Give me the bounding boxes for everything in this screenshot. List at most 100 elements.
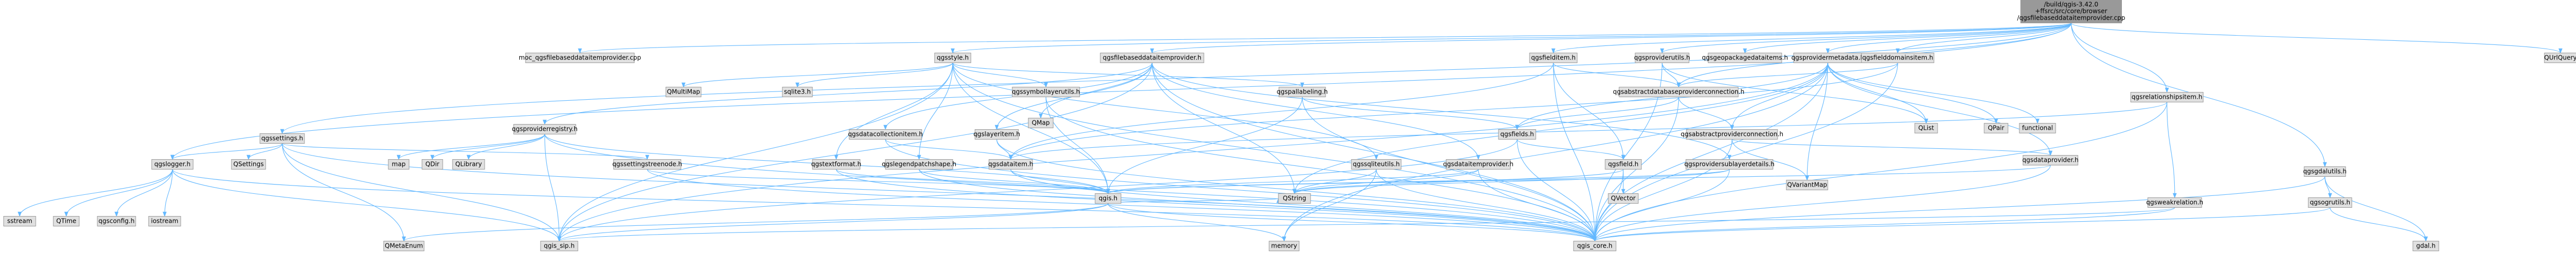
include-edge (1045, 97, 1110, 194)
include-node-qpair[interactable]: QPair (1984, 123, 2009, 133)
node-box (1278, 193, 1311, 204)
include-edge (1106, 169, 1479, 194)
include-edge (1593, 165, 2051, 242)
include-edge (544, 134, 1597, 242)
include-node-qmap[interactable]: QMap (1028, 118, 1054, 128)
include-edge (1292, 169, 1624, 194)
node-box (2308, 197, 2352, 208)
include-edge (1009, 102, 2167, 160)
node-label: /qgsfilebaseddataitemprovider.cpp (2017, 14, 2126, 22)
include-node-quiquery[interactable]: QUrlQuery (2544, 53, 2576, 63)
include-node-qgsfilebaseddataitemprovider[interactable]: qgsfilebaseddataitemprovider.h (1100, 53, 1204, 63)
node-label: qgsdatacollectionitem.h (848, 131, 923, 138)
include-node-qgscore[interactable]: qgis_core.h (1573, 241, 1617, 251)
include-node-qgsdataitem[interactable]: qgsdataitem.h (988, 159, 1034, 170)
include-node-qgsdataitemprovider[interactable]: qgsdataitemprovider.h (1443, 159, 1513, 170)
include-node-qgsproviderutils[interactable]: qgsproviderutils.h (1634, 53, 1690, 63)
include-node-qgspallabeling[interactable]: qgspallabeling.h (1277, 87, 1328, 97)
include-node-qgsfield[interactable]: qgsfield.h (1605, 159, 1642, 170)
node-label: qgsstyle.h (937, 54, 969, 62)
include-node-qgssettings[interactable]: qgssettings.h (259, 133, 305, 144)
node-label: qgsfield.h (1608, 161, 1639, 168)
include-node-qgis[interactable]: qgis.h (1095, 193, 1122, 204)
include-edge (919, 169, 1110, 194)
include-edge (557, 63, 953, 242)
include-node-moc[interactable]: moc_qgsfilebaseddataitemprovider.cpp (519, 53, 641, 63)
include-edge (163, 169, 173, 217)
include-node-map[interactable]: map (388, 159, 410, 170)
include-node-qgsgeopackagedataitems[interactable]: qgsgeopackagedataitems.h (1702, 53, 1788, 63)
include-node-sqlite3[interactable]: sqlite3.h (782, 87, 813, 97)
root-source-file-node[interactable]: /build/qgis-3.42.0+ffsrc/src/core/browse… (2017, 0, 2126, 23)
include-node-qvector[interactable]: QVector (1608, 193, 1639, 204)
include-edge (1292, 169, 1377, 194)
node-box (1708, 53, 1782, 63)
include-node-qgslayeritem[interactable]: qgslayeritem.h (973, 129, 1020, 140)
include-node-qlist[interactable]: QList (1914, 123, 1938, 133)
include-node-qgslegendpatchshape[interactable]: qgslegendpatchshape.h (882, 159, 956, 170)
include-edge (18, 169, 173, 217)
include-node-qgslogger[interactable]: qgslogger.h (151, 159, 194, 170)
include-node-qgsconfig[interactable]: qgsconfig.h (97, 216, 136, 226)
include-node-qgssymbollayerutils[interactable]: qgssymbollayerutils.h (1012, 87, 1080, 97)
include-node-sstream[interactable]: sstream (3, 216, 36, 226)
include-node-qmetaenum[interactable]: QMetaEnum (383, 241, 425, 251)
include-node-qgsfielditem[interactable]: qgsfielditem.h (1529, 53, 1578, 63)
include-node-qmultimap[interactable]: QMultiMap (665, 87, 702, 97)
node-label: qgsprovidermetadata.h (1792, 54, 1865, 62)
node-box (97, 216, 136, 226)
include-node-qstring[interactable]: QString (1278, 193, 1311, 204)
node-box (259, 133, 305, 144)
include-node-qsettings[interactable]: QSettings (231, 159, 266, 170)
include-node-qgssqliteutils[interactable]: qgssqliteutils.h (1351, 159, 1402, 170)
include-node-qlibrary[interactable]: QLibrary (452, 159, 485, 170)
include-node-qgsabstractproviderconnection[interactable]: qgsabstractproviderconnection.h (1681, 129, 1783, 140)
include-node-qgsdatacollectionitem[interactable]: qgsdatacollectionitem.h (848, 129, 923, 140)
include-node-qgstextformat[interactable]: qgstextformat.h (811, 159, 862, 170)
node-label: qgis_core.h (1577, 242, 1612, 250)
include-node-qgsstyle[interactable]: qgsstyle.h (934, 53, 971, 63)
include-edge (647, 169, 1110, 194)
include-node-qgsdataprovider[interactable]: qgsdataprovider.h (2022, 155, 2079, 165)
include-node-qdir[interactable]: QDir (421, 159, 443, 170)
include-node-qvariantmap[interactable]: QVariantMap (1786, 180, 1828, 190)
include-edge (1302, 97, 1519, 130)
node-box (231, 159, 266, 170)
include-node-qgsproviderregistry[interactable]: qgsproviderregistry.h (512, 124, 578, 134)
include-node-iostream[interactable]: iostream (148, 216, 181, 226)
include-edge (282, 143, 649, 160)
node-box (613, 159, 681, 170)
node-label: qgssettingstreenode.h (613, 161, 682, 168)
include-node-qgsweakrelation[interactable]: qgsweakrelation.h (2146, 197, 2203, 208)
node-label: QVector (1611, 195, 1636, 202)
include-node-qtime[interactable]: QTime (53, 216, 80, 226)
node-label: qgssymbollayerutils.h (1012, 88, 1080, 96)
include-edge (557, 63, 1828, 242)
node-box (1984, 123, 2009, 133)
include-node-qgsfields[interactable]: qgsfields.h (1498, 129, 1536, 140)
include-node-qgssettingstreenode[interactable]: qgssettingstreenode.h (613, 159, 682, 170)
include-node-qgssip[interactable]: qgis_sip.h (540, 241, 578, 251)
include-node-qgsabstractdatabaseproviderconnection[interactable]: qgsabstractdatabaseproviderconnection.h (1613, 87, 1744, 97)
node-label: qgslegendpatchshape.h (882, 161, 956, 168)
include-node-qgsprovidersublayerdetails[interactable]: qgsprovidersublayerdetails.h (1684, 159, 1774, 170)
node-label: qgsdataprovider.h (2022, 157, 2079, 164)
include-node-qgsprovidermetadata[interactable]: qgsprovidermetadata.h (1792, 53, 1865, 63)
include-edge (681, 63, 953, 88)
include-edge (952, 63, 1304, 88)
include-node-gdal[interactable]: gdal.h (2412, 241, 2439, 251)
include-node-qgsfielddomainsitem[interactable]: qgsfielddomainsitem.h (1861, 53, 1934, 63)
include-node-qgsrelationshipsitem[interactable]: qgsrelationshipsitem.h (2130, 92, 2204, 102)
include-edge (1515, 97, 1679, 130)
node-label: qgsdataitem.h (988, 161, 1033, 168)
include-edge (836, 169, 1110, 194)
include-edge (952, 63, 1597, 242)
include-node-memory[interactable]: memory (1269, 241, 1300, 251)
include-node-functional[interactable]: functional (2019, 123, 2056, 133)
node-box (2019, 123, 2056, 133)
node-label: qgis_sip.h (544, 242, 574, 250)
include-node-qgsogrutils[interactable]: qgsogrutils.h (2308, 197, 2352, 208)
include-edge (2324, 176, 2428, 242)
include-node-qgsgdalutils[interactable]: qgsgdalutils.h (2303, 166, 2347, 177)
node-label: qgsgdalutils.h (2303, 168, 2347, 175)
